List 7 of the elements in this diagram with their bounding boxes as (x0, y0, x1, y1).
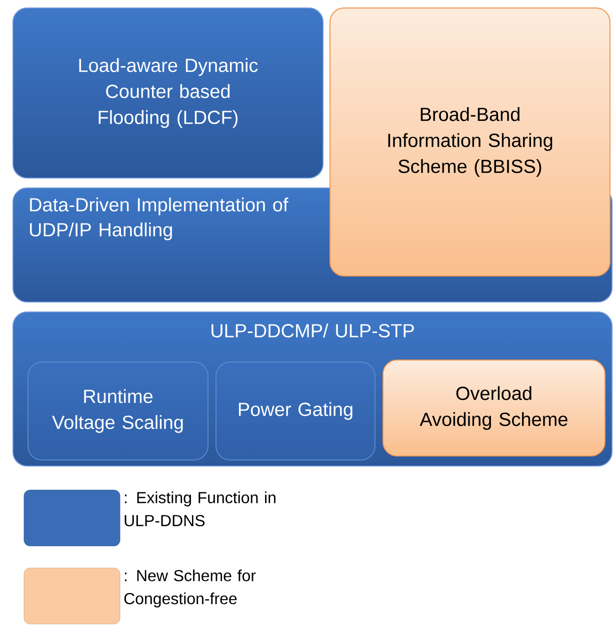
function-box: Load-aware Dynamic Counter based Flooding (LDCF) (12, 8, 324, 178)
legend-text: : Existing Function in ULP-DDNS (124, 492, 276, 526)
module-box: Power Gating (216, 362, 376, 460)
module-box: Overload Avoiding Scheme (382, 360, 606, 456)
legend-text: : New Scheme for Congestion-free (124, 570, 256, 608)
function-box: Broad-Band Information Sharing Scheme (BBISS) (330, 8, 610, 276)
module-box: Runtime Voltage Scaling (28, 362, 208, 460)
